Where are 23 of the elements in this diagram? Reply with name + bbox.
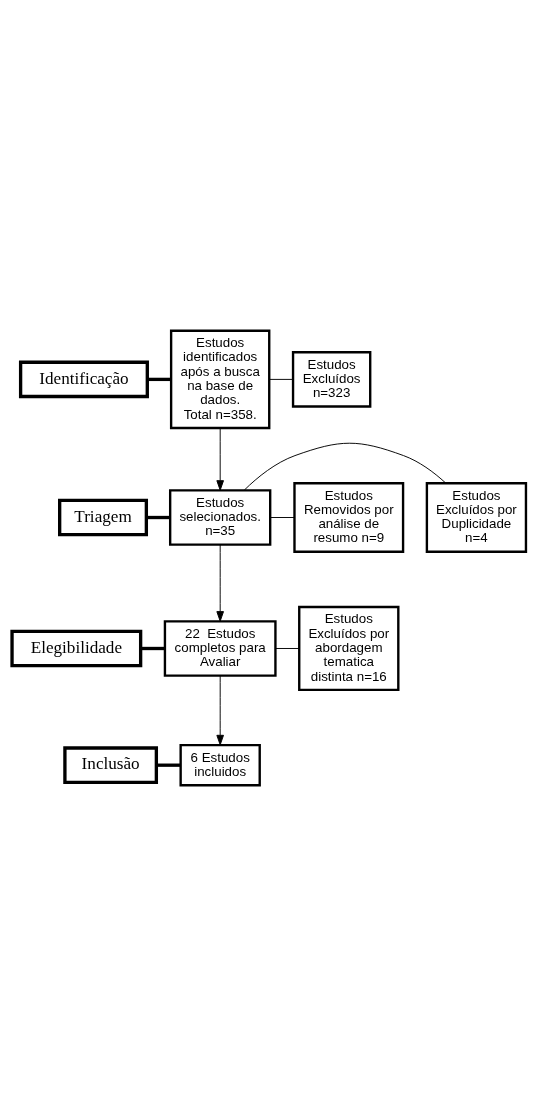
connector (140, 646, 165, 650)
connector (269, 516, 295, 518)
connector (274, 647, 300, 649)
node-box: Identificação (18, 360, 149, 398)
arrow (216, 674, 224, 745)
connector (156, 763, 181, 767)
connector (243, 442, 447, 491)
node-box: Inclusão (63, 745, 159, 784)
node-box: Estudos Excluídos n=323 (291, 350, 372, 408)
connector (268, 378, 294, 380)
node-box: Estudos Excluídos por abordagem tematica distinta n=16 (298, 605, 400, 691)
node-box: Estudos Excluídos por Duplicidade n=4 (425, 481, 528, 553)
connector (146, 515, 171, 519)
node-box: Estudos identificados após a busca na base de dados. Total n=358. (169, 329, 271, 429)
connector (147, 377, 172, 381)
node-box: Elegibilidade (10, 629, 143, 667)
node-box: 22 Estudos completos para Avaliar (163, 619, 277, 677)
arrow (216, 427, 224, 491)
arrow (216, 543, 224, 622)
node-box: Estudos Removidos por análise de resumo n=9 (293, 481, 405, 553)
node-box: Triagem (58, 498, 149, 536)
node-box: Estudos selecionados. n=35 (169, 488, 272, 546)
node-box: 6 Estudos incluidos (179, 743, 261, 786)
